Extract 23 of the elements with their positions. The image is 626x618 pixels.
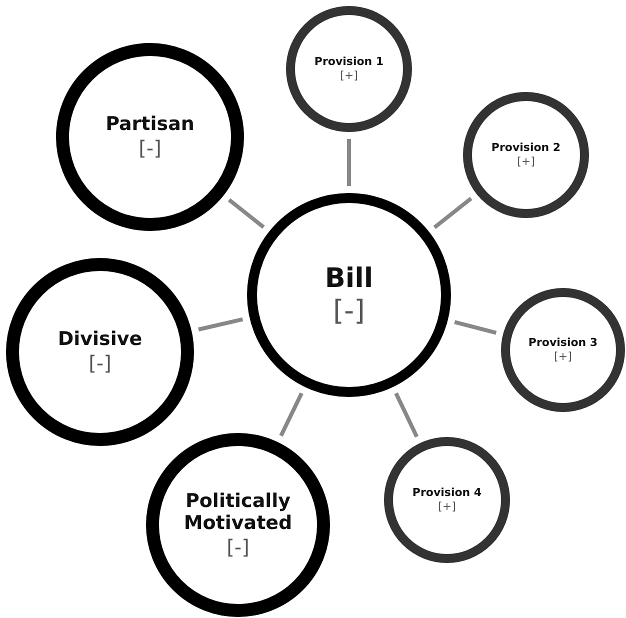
rating-label: [+]	[517, 154, 535, 168]
node-title: Provision 4	[412, 487, 482, 500]
node-title: Bill	[324, 262, 374, 294]
connector-line	[394, 392, 419, 438]
node-title: Provision 2	[491, 142, 561, 155]
connector-line	[347, 139, 351, 186]
node-title: Partisan	[106, 114, 194, 136]
connector-line	[228, 198, 265, 229]
connector-line	[198, 317, 244, 332]
rating-label: [+]	[554, 350, 572, 363]
rating-label: [-]	[138, 136, 162, 160]
node-title: Divisive	[58, 329, 142, 351]
rating-label: [-]	[333, 294, 365, 328]
connector-line	[454, 320, 497, 335]
rating-label: [-]	[226, 534, 250, 559]
rating-label: [+]	[438, 500, 456, 513]
rating-label: [-]	[88, 350, 112, 375]
connector-line	[433, 196, 472, 229]
node-title: Provision 1	[314, 56, 384, 69]
node-title: Provision 3	[528, 337, 598, 350]
rating-label: [+]	[340, 68, 358, 82]
node-title: Politically Motivated	[182, 491, 294, 535]
connector-line	[279, 392, 304, 437]
